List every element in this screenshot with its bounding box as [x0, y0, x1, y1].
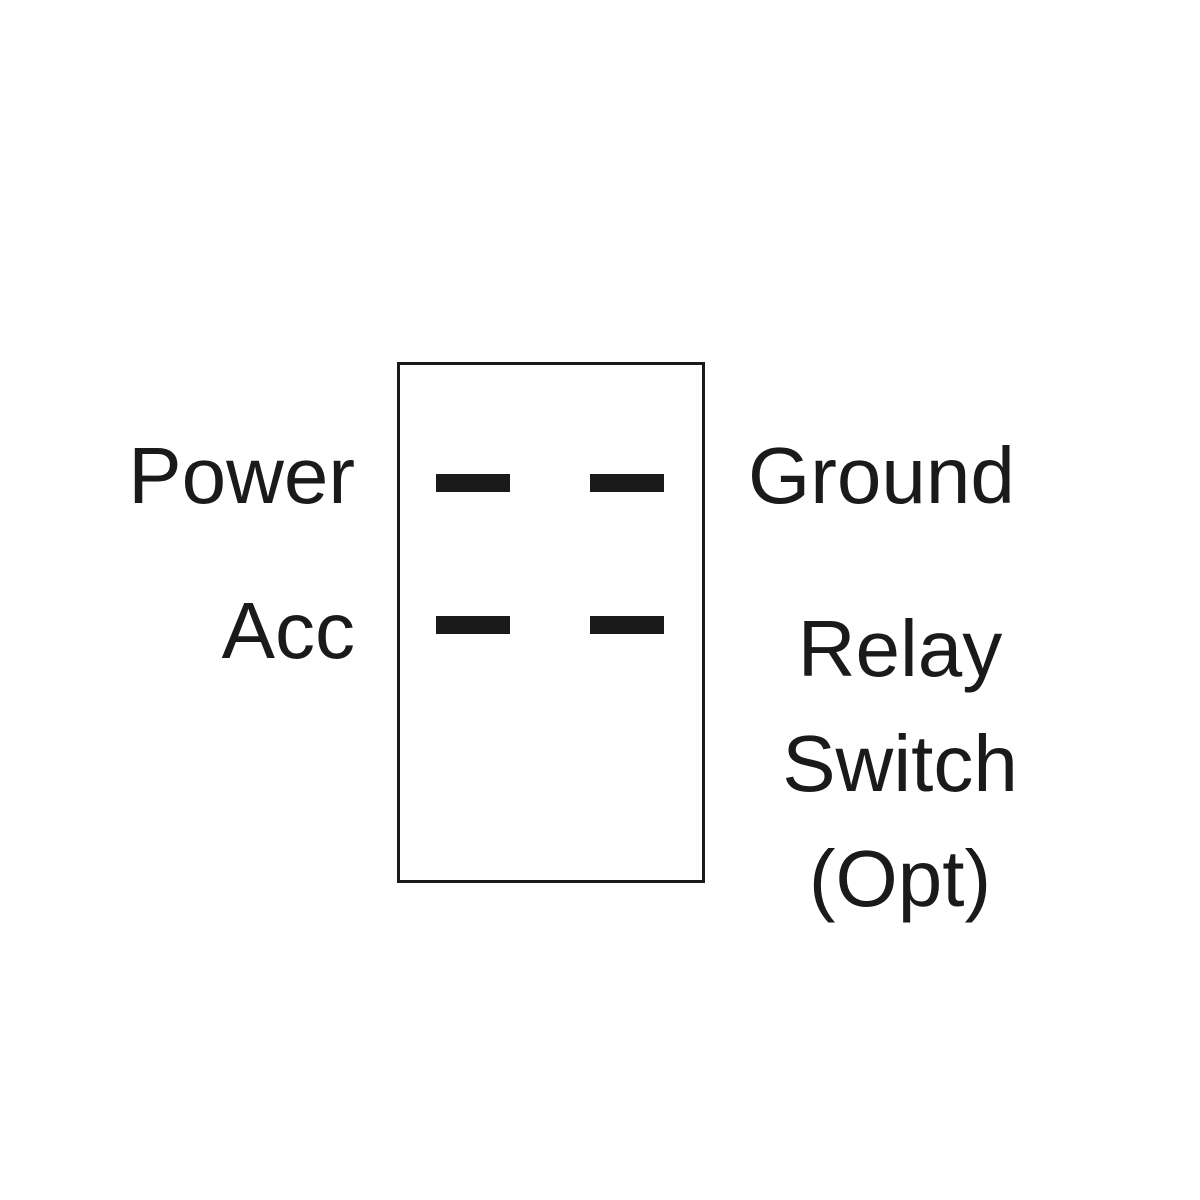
- label-relay-line-3: (Opt): [808, 834, 992, 923]
- label-relay-line-1: Relay: [797, 604, 1003, 693]
- switch-body-outline: [397, 362, 705, 883]
- label-power: Power: [128, 431, 355, 520]
- terminal-ground: [590, 474, 664, 492]
- label-acc: Acc: [221, 586, 355, 675]
- label-relay-line-2: Switch: [782, 719, 1018, 808]
- label-relay-switch: Relay Switch (Opt): [740, 591, 1060, 936]
- terminal-relay-switch: [590, 616, 664, 634]
- terminal-acc: [436, 616, 510, 634]
- label-ground: Ground: [748, 431, 1015, 520]
- terminal-power: [436, 474, 510, 492]
